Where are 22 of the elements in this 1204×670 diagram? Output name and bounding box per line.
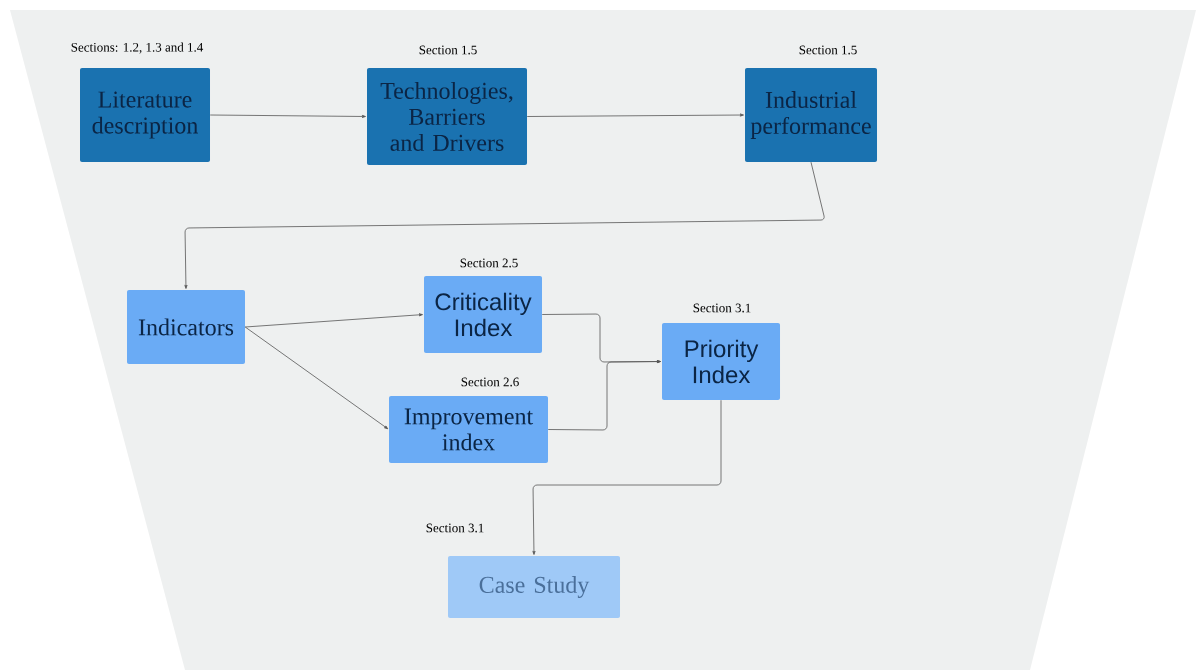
process-box: Technologies, Barriers and Drivers [367, 68, 527, 165]
process-box: Priority Index [662, 323, 780, 400]
arrow [532, 399, 722, 555]
section-label: Section 3.1 [426, 523, 484, 533]
process-box: Case Study [448, 556, 620, 618]
arrow [209, 114, 366, 118]
section-label: Section 1.5 [419, 45, 477, 55]
process-box: Indicators [127, 290, 245, 364]
arrow [184, 161, 825, 289]
process-box: Industrial performance [745, 68, 877, 162]
process-box: Criticality Index [424, 276, 542, 353]
process-box: Improvement index [389, 396, 548, 463]
section-label: Section 3.1 [693, 303, 751, 313]
section-label: Sections: 1.2, 1.3 and 1.4 [71, 42, 204, 54]
process-box: Literature description [80, 68, 210, 162]
section-label: Section 2.5 [460, 258, 518, 268]
section-label: Section 2.6 [461, 377, 519, 387]
arrow [244, 326, 389, 430]
arrow [526, 113, 744, 117]
arrow [547, 360, 661, 431]
arrow [244, 313, 423, 328]
section-label: Section 1.5 [799, 45, 857, 55]
